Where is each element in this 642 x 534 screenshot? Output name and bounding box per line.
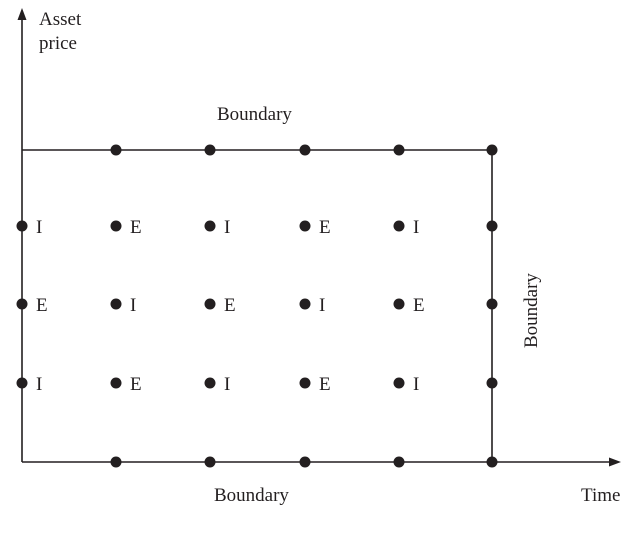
grid-node-label: I — [224, 217, 230, 238]
grid-node-label: E — [130, 374, 142, 395]
grid-node-label: E — [36, 295, 48, 316]
y-axis-label-line2: price — [39, 33, 77, 54]
grid-nodes — [16, 144, 498, 468]
grid-node-label: E — [224, 295, 236, 316]
grid-node — [16, 377, 28, 389]
grid-node — [299, 377, 311, 389]
grid-node — [16, 298, 28, 310]
grid-node-label: E — [319, 217, 331, 238]
grid-node — [16, 220, 28, 232]
grid-node-label: I — [36, 217, 42, 238]
grid-node — [110, 298, 122, 310]
grid-node-label: E — [413, 295, 425, 316]
grid-node — [393, 298, 405, 310]
grid-node — [204, 220, 216, 232]
bottom-boundary-node — [486, 456, 498, 468]
top-boundary-node — [486, 144, 498, 156]
top-boundary-node — [204, 144, 216, 156]
grid-node-label: I — [130, 295, 136, 316]
grid-node-label: I — [413, 217, 419, 238]
grid-node — [204, 298, 216, 310]
right-boundary-node — [486, 377, 498, 389]
grid-node — [393, 220, 405, 232]
x-axis-arrowhead — [609, 457, 621, 467]
bottom-boundary-label: Boundary — [214, 485, 289, 506]
bottom-boundary-node — [299, 456, 311, 468]
grid-node-label: E — [319, 374, 331, 395]
grid-node — [393, 377, 405, 389]
right-boundary-label: Boundary — [521, 273, 542, 348]
top-boundary-node — [393, 144, 405, 156]
grid-node — [299, 298, 311, 310]
grid-node — [110, 377, 122, 389]
right-boundary-node — [486, 220, 498, 232]
y-axis-arrowhead — [17, 8, 27, 20]
grid-node-label: I — [413, 374, 419, 395]
grid-node-label: I — [319, 295, 325, 316]
grid-node-label: E — [130, 217, 142, 238]
top-boundary-node — [110, 144, 122, 156]
grid-node-label: I — [224, 374, 230, 395]
bottom-boundary-node — [204, 456, 216, 468]
bottom-boundary-node — [110, 456, 122, 468]
grid-node-label: I — [36, 374, 42, 395]
bottom-boundary-node — [393, 456, 405, 468]
grid-node-labels: I E I E I E I E I E I E I E I — [36, 217, 425, 395]
top-boundary-label: Boundary — [217, 104, 292, 125]
x-axis-label: Time — [581, 485, 620, 506]
grid-node — [299, 220, 311, 232]
y-axis-label-line1: Asset — [39, 9, 82, 30]
right-boundary-node — [486, 298, 498, 310]
top-boundary-node — [299, 144, 311, 156]
grid-node — [110, 220, 122, 232]
grid-node — [204, 377, 216, 389]
